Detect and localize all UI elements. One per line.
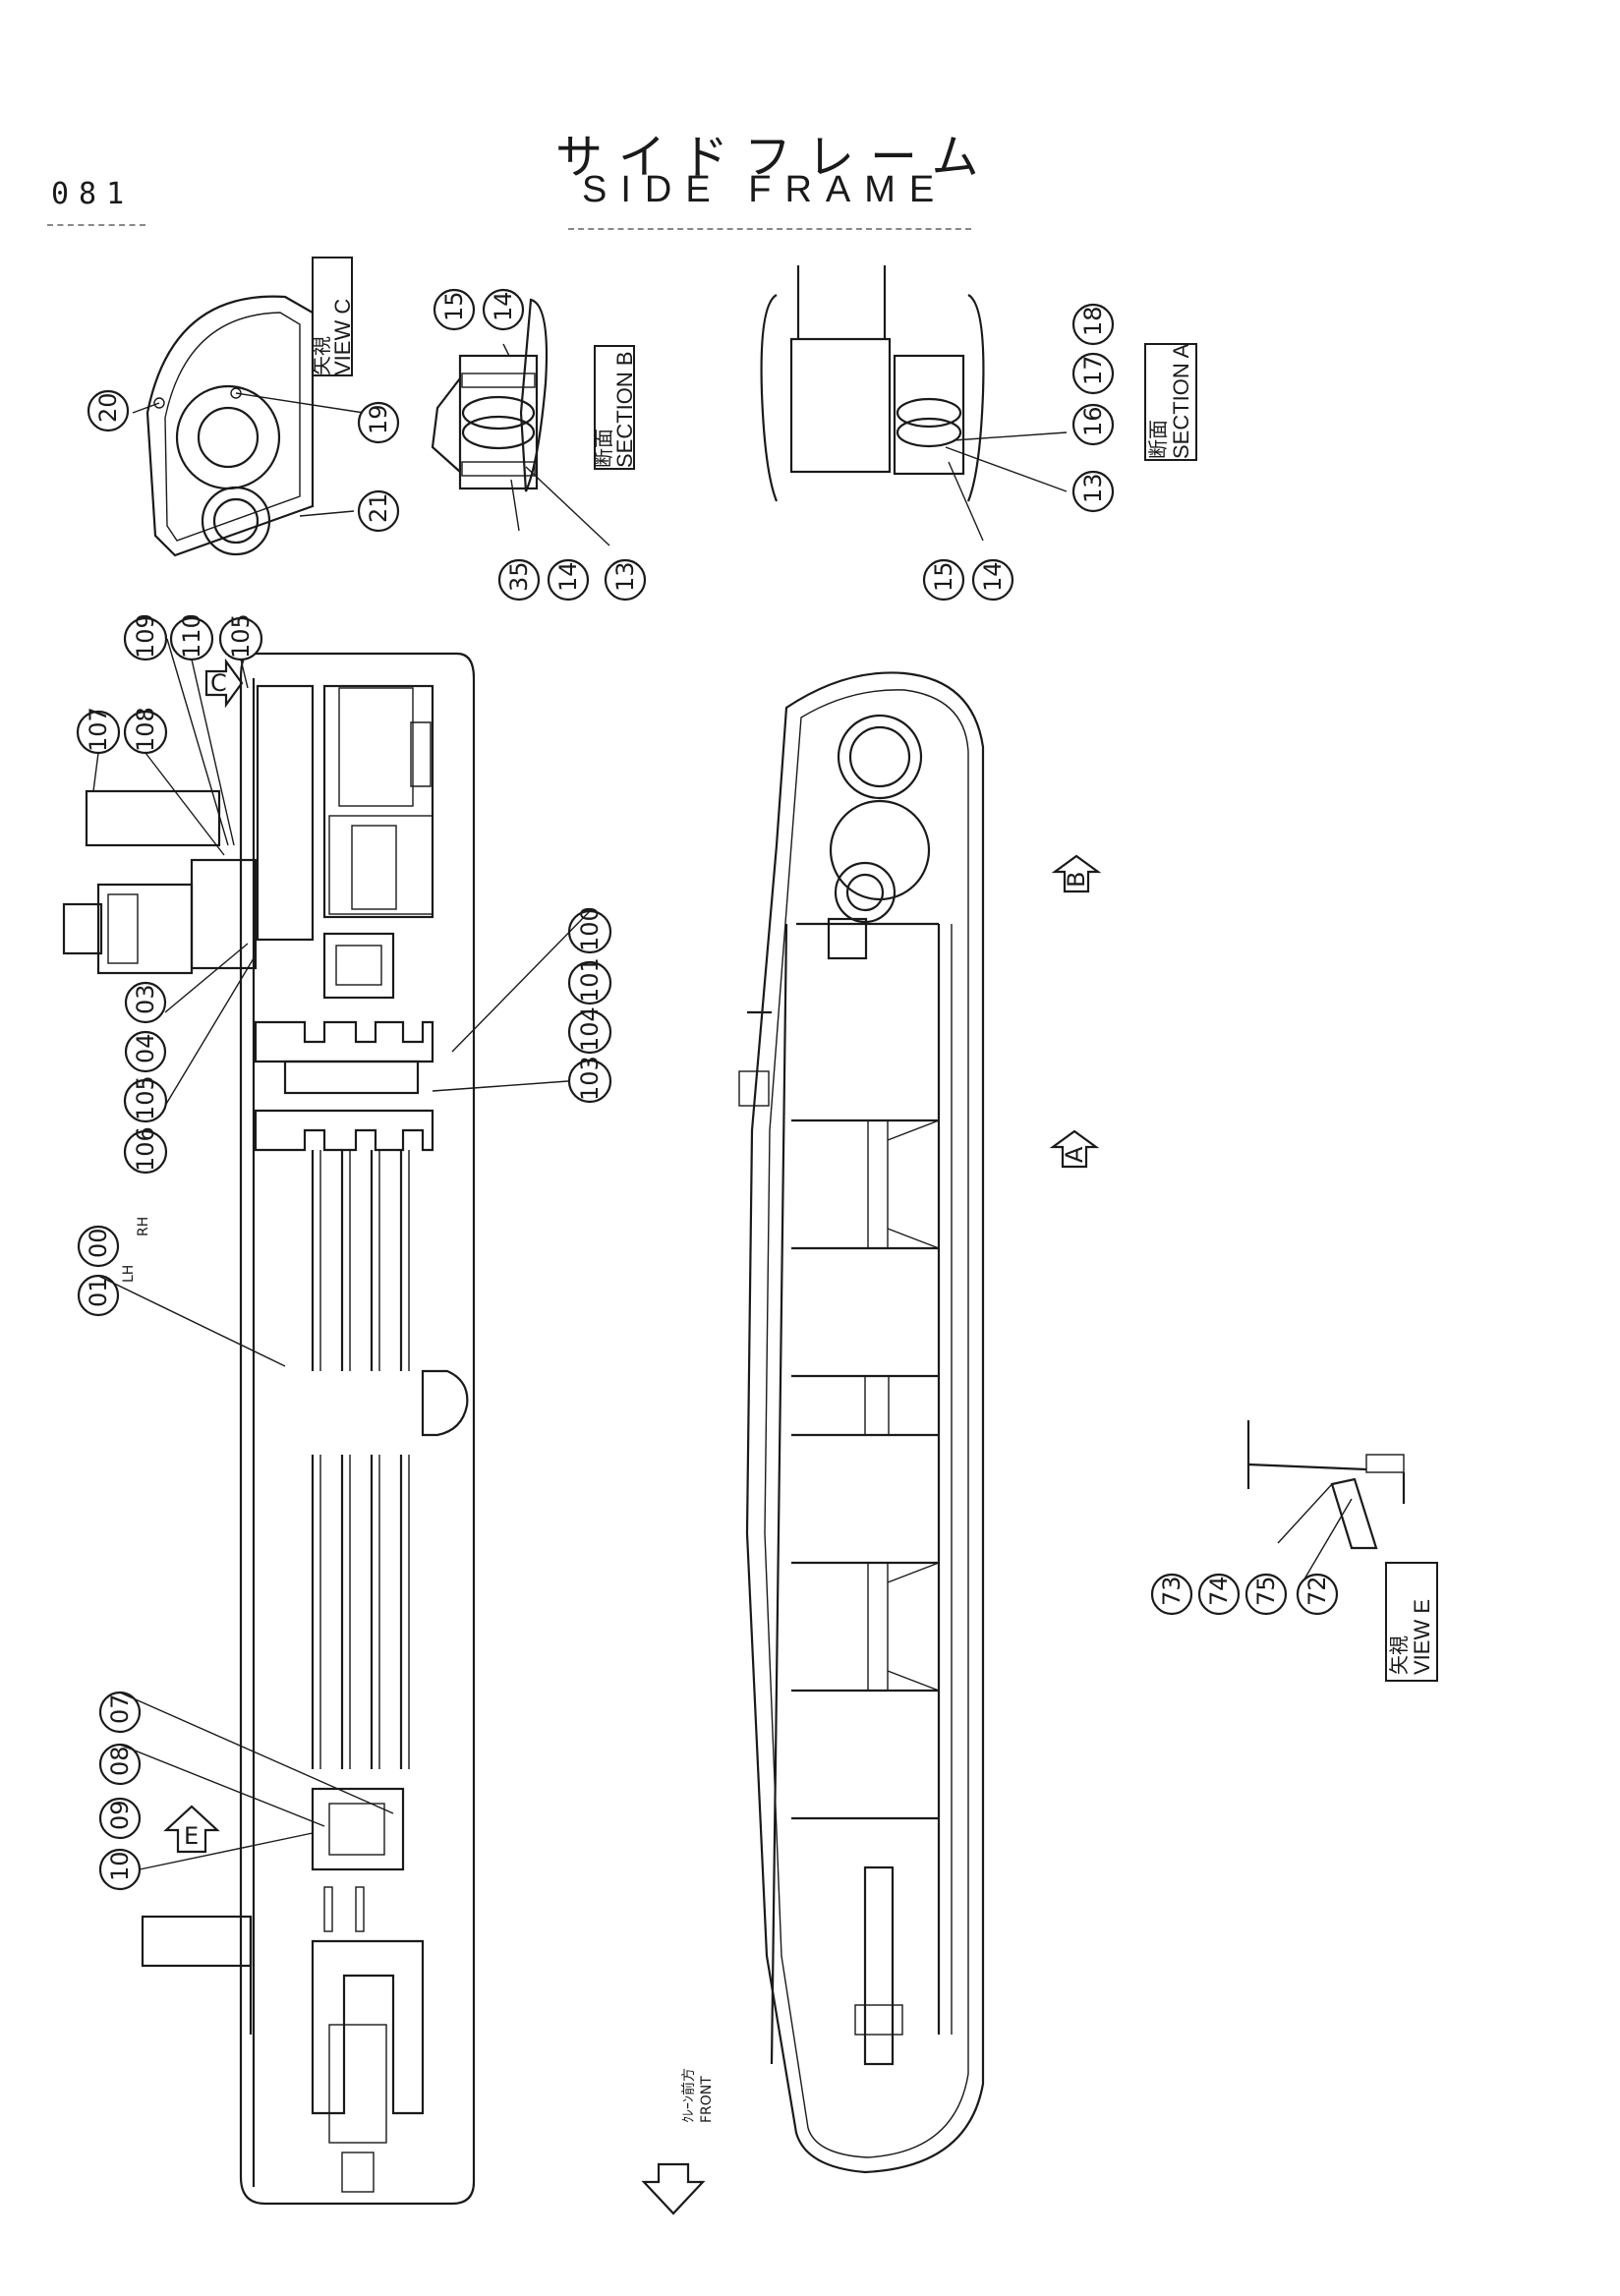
view-e-jp: 矢視 bbox=[1387, 1636, 1411, 1675]
view-c-label: VIEW C bbox=[330, 299, 355, 375]
front-label-jp: ｸﾚｰﾝ前方 bbox=[680, 2068, 697, 2123]
callout-105-left: 105 bbox=[132, 1075, 159, 1120]
lh-label: LH bbox=[121, 1265, 137, 1283]
section-a-detail: 断面 SECTION A bbox=[760, 265, 1197, 542]
callout-75: 75 bbox=[1252, 1576, 1280, 1606]
callout-10: 10 bbox=[106, 1851, 134, 1881]
section-b-box bbox=[594, 345, 635, 470]
callout-section-b-14: 14 bbox=[490, 291, 517, 321]
header-rule-right bbox=[568, 228, 971, 230]
side-frame-elevation: B A bbox=[738, 671, 1102, 2174]
callout-section-a-15: 15 bbox=[930, 561, 957, 592]
leader-lines bbox=[92, 638, 591, 1870]
callout-08: 08 bbox=[106, 1746, 134, 1776]
page-number: 081 bbox=[51, 177, 135, 211]
callout-section-a-14: 14 bbox=[979, 561, 1007, 592]
callout-101: 101 bbox=[576, 957, 604, 1003]
callout-110: 110 bbox=[178, 613, 205, 659]
callout-view-c-20: 20 bbox=[94, 392, 122, 423]
callout-section-a-17: 17 bbox=[1079, 355, 1107, 385]
page-title: SIDE FRAME bbox=[582, 169, 949, 210]
callout-section-b-14b: 14 bbox=[554, 561, 582, 592]
callout-73: 73 bbox=[1158, 1576, 1186, 1606]
callout-01: 01 bbox=[85, 1277, 112, 1307]
callout-104: 104 bbox=[576, 1006, 604, 1052]
view-c-box bbox=[312, 257, 353, 376]
callout-72: 72 bbox=[1303, 1576, 1331, 1606]
section-a-jp: 断面 bbox=[1146, 420, 1170, 459]
marker-section-b: B bbox=[1063, 872, 1090, 888]
callout-108: 108 bbox=[132, 707, 159, 752]
callout-74: 74 bbox=[1205, 1576, 1233, 1606]
callout-view-c-19: 19 bbox=[365, 404, 392, 434]
rh-label: RH bbox=[136, 1217, 151, 1236]
callout-100: 100 bbox=[576, 906, 604, 951]
callout-107: 107 bbox=[85, 707, 112, 752]
callout-section-a-16: 16 bbox=[1079, 406, 1107, 436]
callout-03: 03 bbox=[132, 984, 159, 1014]
callout-07: 07 bbox=[106, 1693, 134, 1724]
section-b-detail: 断面 SECTION B bbox=[431, 298, 637, 546]
view-e-label: VIEW E bbox=[1410, 1599, 1434, 1675]
callout-section-a-13: 13 bbox=[1079, 473, 1107, 503]
callout-bubbles: 20 19 21 15 14 35 14 13 18 17 16 13 15 1… bbox=[76, 288, 1339, 1891]
front-label: FRONT bbox=[699, 2076, 715, 2123]
marker-view-c: C bbox=[210, 669, 227, 697]
view-c-jp: 矢視 bbox=[310, 336, 333, 375]
section-a-box bbox=[1144, 343, 1197, 461]
view-c-detail: 矢視 VIEW C bbox=[132, 257, 365, 557]
callout-106: 106 bbox=[132, 1126, 159, 1172]
callout-09: 09 bbox=[106, 1800, 134, 1830]
callout-109: 109 bbox=[132, 613, 159, 659]
callout-view-c-21: 21 bbox=[365, 492, 392, 523]
marker-view-e: E bbox=[184, 1822, 199, 1850]
view-e-detail: 矢視 VIEW E bbox=[1246, 1420, 1438, 1682]
view-e-box bbox=[1385, 1562, 1438, 1682]
callout-04: 04 bbox=[132, 1033, 159, 1063]
callout-103: 103 bbox=[576, 1056, 604, 1101]
callout-section-b-15: 15 bbox=[440, 291, 468, 321]
main-frame-plan: ｸﾚｰﾝ前方 FRONT C E bbox=[62, 652, 715, 2215]
callout-section-a-18: 18 bbox=[1079, 306, 1107, 336]
callout-00: 00 bbox=[85, 1228, 112, 1258]
callout-section-b-35: 35 bbox=[505, 561, 533, 592]
marker-section-a: A bbox=[1061, 1146, 1088, 1163]
callout-section-b-13: 13 bbox=[611, 561, 639, 592]
callout-105-top: 105 bbox=[227, 613, 255, 659]
section-b-label: SECTION B bbox=[612, 351, 637, 468]
header-rule-left bbox=[47, 224, 145, 226]
section-a-label: SECTION A bbox=[1169, 343, 1193, 459]
page-title-japanese: サイドフレーム bbox=[555, 130, 995, 185]
section-b-jp: 断面 bbox=[592, 429, 615, 468]
